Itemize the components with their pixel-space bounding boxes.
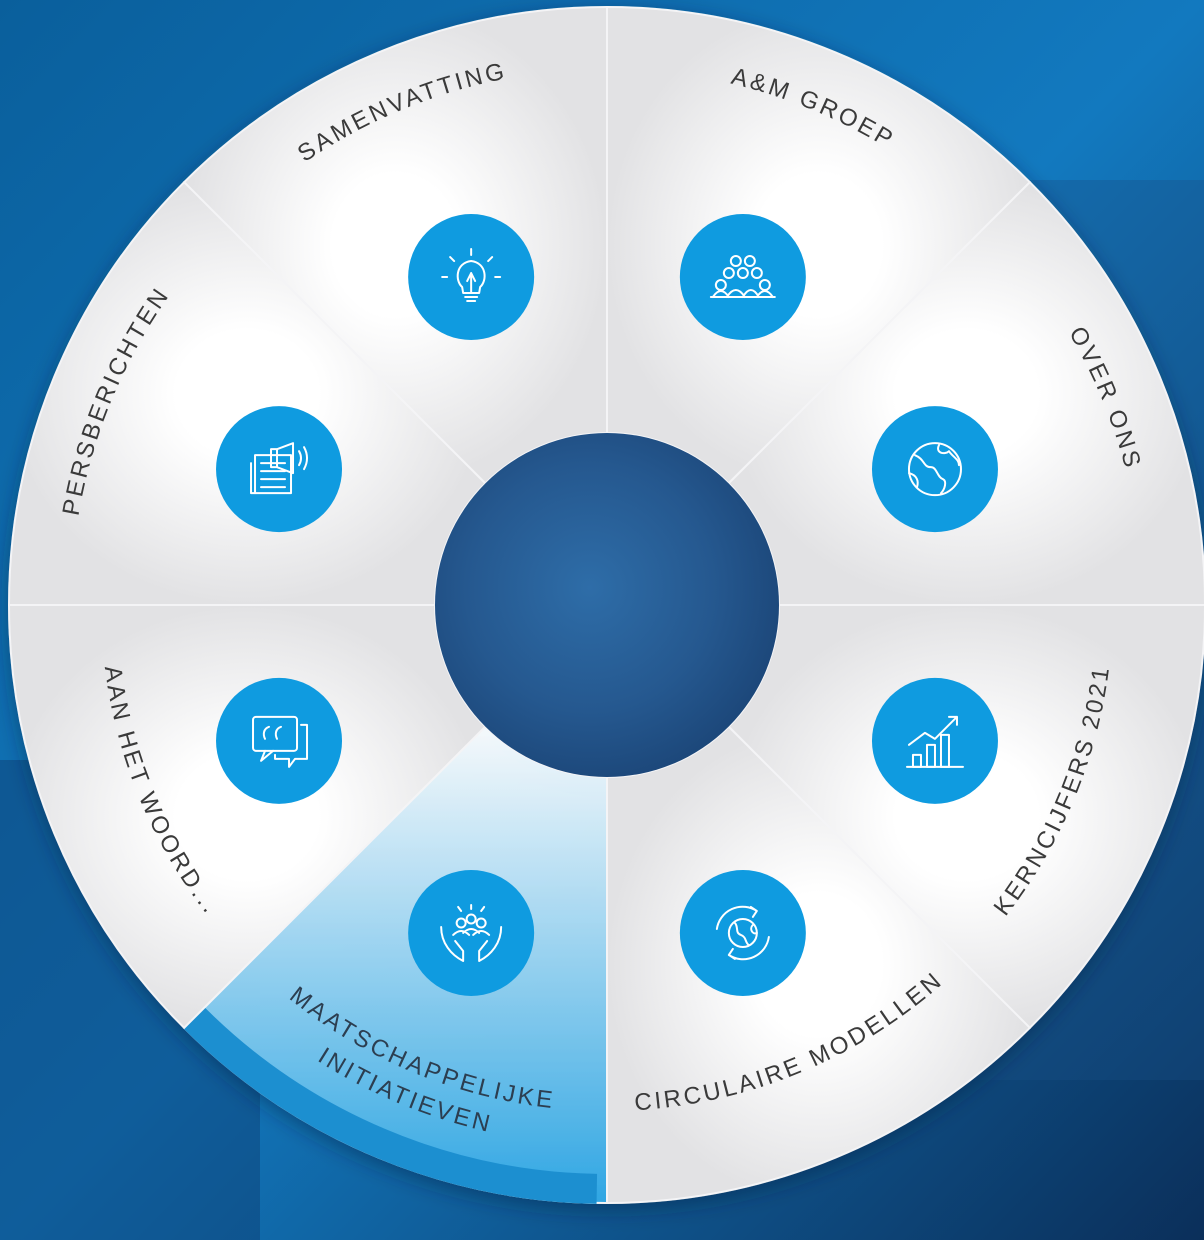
group-icon[interactable]	[679, 214, 806, 341]
center-hub	[435, 433, 779, 777]
growth-chart-icon[interactable]	[871, 677, 998, 804]
quote-chat-icon[interactable]	[216, 677, 343, 804]
globe-icon[interactable]	[871, 406, 998, 533]
hands-community-icon[interactable]	[408, 869, 535, 996]
lightbulb-icon[interactable]	[408, 214, 535, 341]
recycle-globe-icon[interactable]	[679, 869, 806, 996]
newspaper-megaphone-icon[interactable]	[216, 406, 343, 533]
active-segment-indicator	[183, 1007, 598, 1204]
